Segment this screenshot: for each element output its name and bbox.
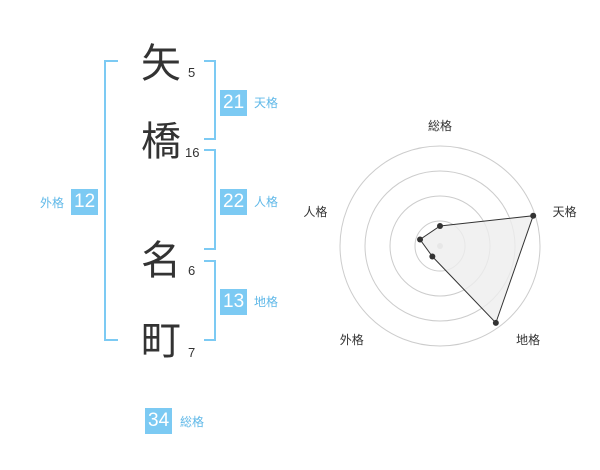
- radar-axis-label-2: 地格: [516, 332, 540, 347]
- gaikaku-label: 外格: [40, 196, 65, 210]
- radar-axis-label-1: 天格: [553, 204, 577, 219]
- radar-axis-label-3: 外格: [340, 332, 364, 347]
- radar-axis-label-4: 人格: [303, 204, 327, 219]
- radar-point-2: [492, 319, 499, 326]
- soukaku-badge: 34: [145, 408, 173, 434]
- chikaku-bracket: [204, 260, 216, 341]
- radar-ring: [339, 145, 541, 347]
- radar-point-0: [437, 223, 443, 229]
- stroke-count-2: 16: [185, 145, 200, 160]
- chikaku-badge: 13: [220, 289, 248, 315]
- name-char-2: 橋: [141, 119, 181, 165]
- soukaku-label: 総格: [180, 415, 205, 429]
- radar-axis-label-0: 総格: [428, 118, 452, 133]
- jinkaku-label: 人格: [254, 195, 279, 209]
- radar-point-1: [530, 212, 537, 219]
- stroke-count-4: 7: [188, 345, 196, 360]
- chikaku-label: 地格: [254, 295, 279, 309]
- name-char-4: 町: [141, 318, 181, 364]
- radar-point-4: [417, 236, 424, 243]
- jinkaku-badge: 22: [220, 189, 248, 215]
- radar-point-3: [429, 253, 436, 260]
- gaikaku-badge: 12: [71, 189, 99, 215]
- stroke-count-1: 5: [188, 65, 196, 80]
- stroke-count-3: 6: [188, 263, 196, 278]
- gaikaku-bracket: [104, 60, 118, 341]
- tenkaku-bracket: [204, 60, 216, 140]
- jinkaku-bracket: [204, 149, 216, 250]
- radar-series-area: [419, 215, 534, 324]
- name-char-1: 矢: [141, 41, 181, 87]
- tenkaku-badge: 21: [220, 90, 248, 116]
- tenkaku-label: 天格: [254, 96, 279, 110]
- name-char-3: 名: [141, 238, 181, 284]
